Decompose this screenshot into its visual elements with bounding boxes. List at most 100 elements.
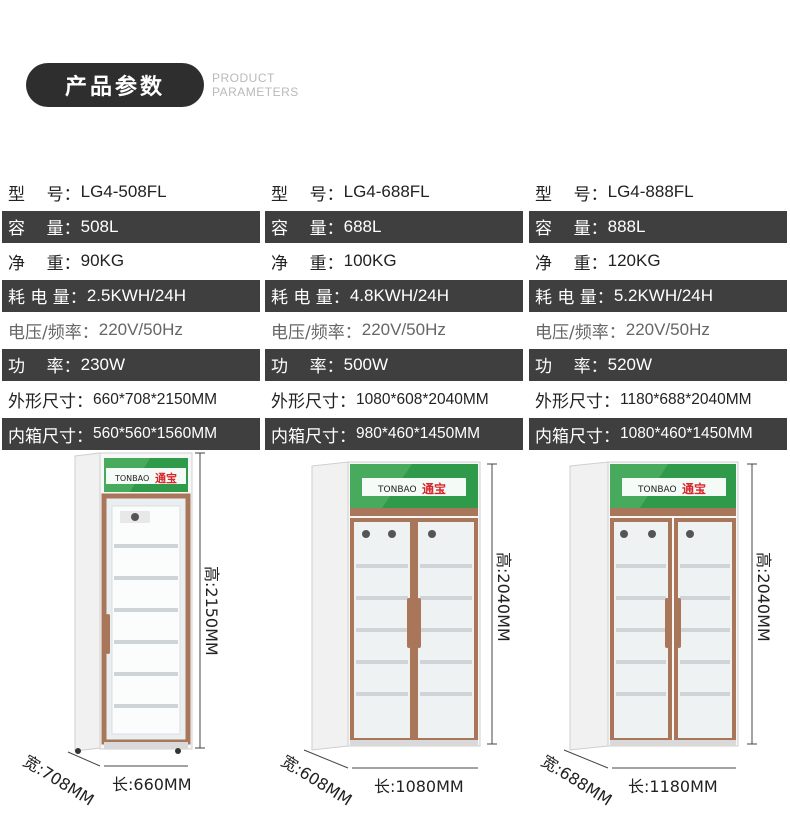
spec-value: 120KG (607, 251, 661, 271)
brand-cn: 通宝 (682, 481, 706, 496)
kick-plate (610, 740, 736, 746)
spec-row: 功 率：520W (529, 348, 787, 381)
fan-icon (428, 530, 436, 538)
spec-row: 内箱尺寸：980*460*1450MM (265, 418, 523, 451)
spec-label: 型 号： (271, 184, 344, 205)
section-subtitle: PRODUCT PARAMETERS (212, 71, 299, 99)
length-label: 长:1180MM (628, 777, 718, 796)
width-label: 宽:608MM (278, 751, 356, 809)
wheel (175, 748, 181, 754)
spec-label: 型 号： (535, 184, 608, 205)
spec-label: 内箱尺寸： (8, 426, 93, 447)
brand-cn: 通宝 (422, 481, 446, 496)
door-handle (665, 598, 669, 648)
brand-en: TONBAO (114, 474, 149, 483)
length-label: 长:660MM (112, 775, 192, 794)
door-handle (407, 598, 411, 648)
spec-label: 外形尺寸： (271, 392, 356, 413)
spec-value: 230W (80, 354, 126, 374)
spec-label: 功 率： (271, 357, 344, 378)
spec-value: LG4-688FL (343, 182, 430, 201)
shelves (114, 544, 178, 708)
spec-value: 220V/50Hz (625, 320, 710, 340)
shelves (616, 564, 730, 696)
spec-label: 净 重： (535, 253, 608, 274)
spec-label: 电压/频率： (271, 322, 362, 343)
spec-value: LG4-888FL (607, 182, 694, 201)
top-frame (350, 508, 478, 516)
spec-label: 容 量： (535, 219, 608, 240)
spec-value: 888L (607, 216, 646, 236)
spec-value: 688L (343, 216, 382, 236)
width-dim-line (67, 751, 101, 767)
fridge-drawing-single-door: TONBAO 通宝 高:2150MM 长:660MM 宽:708MM (20, 452, 221, 810)
section-subtitle-line1: PRODUCT (212, 71, 275, 85)
fan-icon (362, 530, 370, 538)
top-frame (610, 508, 736, 516)
brand-plate (362, 478, 466, 496)
fan-icon (388, 530, 396, 538)
width-dim-line (563, 749, 609, 769)
kick-plate (350, 740, 478, 746)
spec-value: 100KG (343, 251, 397, 271)
spec-row: 净 重：120KG (529, 245, 787, 278)
spec-row: 型 号：LG4-688FL (265, 176, 523, 208)
spec-row: 内箱尺寸：1080*460*1450MM (529, 418, 787, 451)
spec-row: 容 量：508L (2, 210, 260, 243)
fridge-drawing-double-door-888: TONBAO 通宝 高:2040MM 长:1180MM 宽:688MM (538, 461, 773, 810)
spec-row: 容 量：888L (529, 210, 787, 243)
fan-icon (620, 530, 628, 538)
spec-row: 容 量：688L (265, 210, 523, 243)
spec-row: 型 号：LG4-888FL (529, 176, 787, 208)
spec-value: 5.2KWH/24H (613, 285, 714, 305)
spec-label: 净 重： (8, 253, 81, 274)
spec-value: 660*708*2150MM (93, 390, 218, 408)
spec-label: 功 率： (535, 357, 608, 378)
section-subtitle-line2: PARAMETERS (212, 85, 299, 99)
spec-value: 2.5KWH/24H (86, 285, 187, 305)
spec-label: 电压/频率： (8, 322, 99, 343)
shelves (356, 564, 472, 696)
spec-row: 电压/频率：220V/50Hz (265, 314, 523, 347)
spec-row: 耗 电 量：4.8KWH/24H (265, 279, 523, 312)
spec-value: 560*560*1560MM (93, 425, 218, 443)
spec-row: 内箱尺寸：560*560*1560MM (2, 418, 260, 451)
wheel (75, 748, 81, 754)
fridge-side-panel (569, 461, 609, 751)
fan-icon (648, 530, 656, 538)
door-handle (677, 598, 681, 648)
spec-row: 外形尺寸：1180*688*2040MM (529, 383, 787, 416)
spec-label: 内箱尺寸： (535, 426, 620, 447)
spec-label: 耗 电 量： (535, 288, 614, 309)
spec-row: 耗 电 量：5.2KWH/24H (529, 279, 787, 312)
spec-row: 净 重：100KG (265, 245, 523, 278)
spec-row: 净 重：90KG (2, 245, 260, 278)
brand-cn: 通宝 (155, 471, 177, 485)
height-label: 高:2040MM (754, 552, 773, 642)
spec-label: 耗 电 量： (8, 288, 87, 309)
brand-plate (106, 468, 186, 484)
brand-plate (622, 478, 726, 496)
spec-label: 容 量： (8, 219, 81, 240)
spec-value: 90KG (80, 251, 125, 271)
fan-icon (686, 530, 694, 538)
spec-row: 外形尺寸：1080*608*2040MM (265, 383, 523, 416)
brand-en: TONBAO (637, 485, 677, 495)
spec-value: 508L (80, 216, 119, 236)
spec-value: 980*460*1450MM (356, 425, 481, 443)
spec-row: 型 号：LG4-508FL (2, 176, 260, 208)
spec-label: 容 量： (271, 219, 344, 240)
kick-plate (104, 742, 188, 749)
spec-value: 500W (343, 354, 389, 374)
spec-label: 型 号： (8, 184, 81, 205)
spec-value: 4.8KWH/24H (349, 285, 450, 305)
spec-label: 外形尺寸： (8, 392, 93, 413)
glass-door (111, 505, 181, 735)
spec-label: 外形尺寸： (535, 392, 620, 413)
spec-value: 1180*688*2040MM (620, 390, 752, 408)
spec-row: 功 率：500W (265, 348, 523, 381)
spec-value: 520W (607, 354, 653, 374)
width-label: 宽:688MM (538, 751, 616, 809)
